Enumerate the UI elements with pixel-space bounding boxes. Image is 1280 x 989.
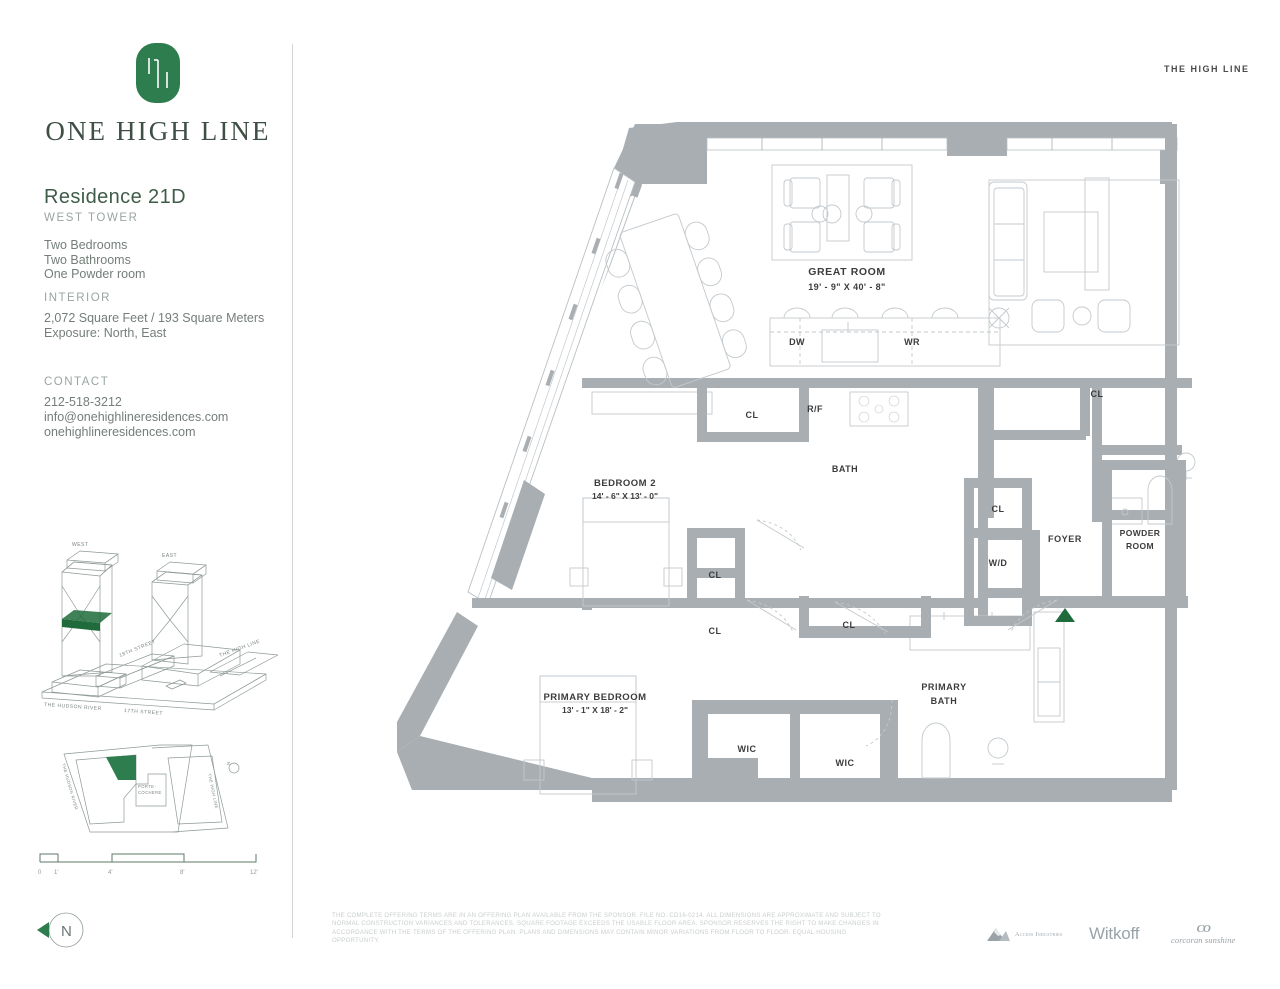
- label-foyer: FOYER: [1048, 534, 1082, 544]
- massing-18th-street-label: 18TH STREET: [119, 639, 157, 659]
- scale-tick-4: 12': [250, 870, 258, 876]
- massing-east-label: EAST: [162, 553, 177, 559]
- interior-heading: INTERIOR: [44, 292, 111, 304]
- label-washer-dryer: W/D: [989, 558, 1008, 568]
- door-swings: [746, 519, 1058, 747]
- label-wic-right: WIC: [836, 758, 855, 768]
- compass-north-letter: N: [61, 923, 72, 940]
- corcoran-sunshine-label: corcoran sunshine: [1171, 935, 1236, 945]
- label-closet-hall-upper: CL: [709, 570, 722, 580]
- label-wine-refrigerator: WR: [904, 337, 920, 347]
- floor-plan-drawing: THE HIGH LINE: [292, 0, 1280, 989]
- site-hudson-label: THE HUDSON RIVER: [61, 763, 79, 811]
- contact-email[interactable]: info@onehighlineresidences.com: [44, 410, 229, 424]
- label-closet-living: CL: [1091, 389, 1104, 399]
- partner-logos: Access Industries Witkoff CO corcoran su…: [985, 922, 1240, 956]
- label-powder-room-line1: POWDER: [1120, 528, 1161, 538]
- dining-table: [605, 213, 747, 388]
- label-dishwasher: DW: [789, 337, 805, 347]
- exposure: Exposure: North, East: [44, 326, 167, 340]
- one-high-line-monogram-icon: [135, 42, 181, 104]
- scale-tick-1: 1': [54, 870, 58, 876]
- builtin-counter: [591, 391, 713, 415]
- wall-top-1: [707, 124, 947, 138]
- contact-block: CONTACT 212-518-3212 info@onehighlineres…: [44, 376, 228, 440]
- unit-spec-list: Two Bedrooms Two Bathrooms One Powder ro…: [44, 238, 145, 282]
- corcoran-monogram: CO: [1196, 923, 1211, 935]
- site-porte-cochere-label-1: PORTE-: [138, 784, 156, 789]
- wall-right-mid: [1165, 374, 1177, 614]
- massing-hudson-label: THE HUDSON RIVER: [44, 702, 102, 712]
- svg-text:N: N: [226, 762, 231, 765]
- label-closet-foyer: CL: [992, 504, 1005, 514]
- label-bedroom-2-dims: 14' - 6" X 13' - 0": [592, 491, 658, 501]
- label-primary-bath-line2: BATH: [931, 696, 958, 706]
- building-massing-diagram: WEST EAST 18TH STREET THE HIGH LINE THE …: [34, 524, 284, 720]
- scale-bar: 0 1' 4' 8' 12': [36, 848, 266, 888]
- label-primary-bedroom-dims: 13' - 1" X 18' - 2": [562, 705, 628, 715]
- sidebar: ONE HIGH LINE Residence 21D WEST TOWER T…: [0, 0, 292, 989]
- spec-powder-room: One Powder room: [44, 267, 146, 282]
- label-closet-kitchen: CL: [746, 410, 759, 420]
- spec-bathrooms: Two Bathrooms: [44, 252, 131, 267]
- plan-body: [397, 124, 1192, 790]
- wall-top-2: [1007, 124, 1177, 138]
- entry-triangle-icon: [1055, 608, 1075, 622]
- room-labels: GREAT ROOM 19' - 9" X 40' - 8" BEDROOM 2…: [543, 266, 1161, 768]
- scale-tick-2: 4': [108, 870, 112, 876]
- access-industries-logo: Access Industries: [985, 926, 1062, 942]
- mountain-icon: [987, 928, 1010, 941]
- column-west-lower: [397, 612, 478, 752]
- partition-walls: [687, 388, 1186, 790]
- legal-disclaimer: THE COMPLETE OFFERING TERMS ARE IN AN OF…: [332, 912, 881, 945]
- seating-rug: [771, 164, 913, 261]
- massing-17th-street-label: 17TH STREET: [124, 708, 163, 717]
- plan-context-high-line-label: THE HIGH LINE: [1164, 64, 1250, 74]
- label-great-room-dims: 19' - 9" X 40' - 8": [808, 282, 885, 292]
- label-bath: BATH: [832, 464, 858, 474]
- living-room-furniture: [988, 177, 1180, 346]
- site-plan-diagram: THE HUDSON RIVER THE HIGH LINE PORTE- CO…: [32, 736, 282, 846]
- scale-tick-3: 8': [180, 870, 184, 876]
- label-primary-bedroom: PRIMARY BEDROOM: [543, 692, 646, 703]
- compass-rose: N: [36, 906, 100, 954]
- brand-name: ONE HIGH LINE: [45, 116, 271, 146]
- wall-bottom-left-canted: [397, 736, 592, 790]
- spec-bedrooms: Two Bedrooms: [44, 238, 128, 252]
- corcoran-sunshine-logo: CO corcoran sunshine: [1171, 923, 1235, 945]
- interior-area: 2,072 Square Feet / 193 Square Meters: [44, 311, 265, 325]
- cooktop: [849, 391, 909, 427]
- primary-bedroom-bed: [523, 675, 653, 795]
- column-west-mid: [491, 480, 545, 590]
- residence-title: Residence 21D: [44, 186, 186, 208]
- label-primary-bath-line1: PRIMARY: [921, 682, 966, 692]
- label-powder-room-line2: ROOM: [1126, 541, 1154, 551]
- label-great-room: GREAT ROOM: [808, 266, 886, 278]
- wall-right-lower: [1165, 600, 1177, 790]
- scale-tick-0: 0: [38, 870, 42, 876]
- interior-block: INTERIOR 2,072 Square Feet / 193 Square …: [44, 292, 264, 341]
- site-north-icon: N: [226, 762, 240, 774]
- witkoff-logo: Witkoff: [1089, 924, 1140, 943]
- label-refrigerator-freezer: R/F: [807, 404, 823, 414]
- label-closet-hall-lower: CL: [709, 626, 722, 636]
- access-industries-label: Access Industries: [1015, 930, 1063, 938]
- wall-top-column: [947, 124, 1007, 156]
- floor-plan-svg: GREAT ROOM 19' - 9" X 40' - 8" BEDROOM 2…: [397, 122, 1196, 802]
- bedroom2-bed: [569, 497, 683, 607]
- label-closet-corridor: CL: [843, 620, 856, 630]
- contact-heading: CONTACT: [44, 376, 110, 388]
- label-bedroom-2: BEDROOM 2: [594, 478, 656, 489]
- contact-website[interactable]: onehighlineresidences.com: [44, 425, 196, 439]
- wall-right-upper: [1165, 124, 1177, 374]
- kitchen-island: [769, 307, 1001, 367]
- vertical-divider: [292, 44, 293, 938]
- tower-label: WEST TOWER: [44, 212, 139, 224]
- contact-phone[interactable]: 212-518-3212: [44, 395, 122, 409]
- massing-west-label: WEST: [72, 542, 88, 548]
- label-wic-left: WIC: [738, 744, 757, 754]
- site-porte-cochere-label-2: COCHERE: [138, 790, 162, 795]
- brand-lockup: ONE HIGH LINE: [42, 42, 274, 147]
